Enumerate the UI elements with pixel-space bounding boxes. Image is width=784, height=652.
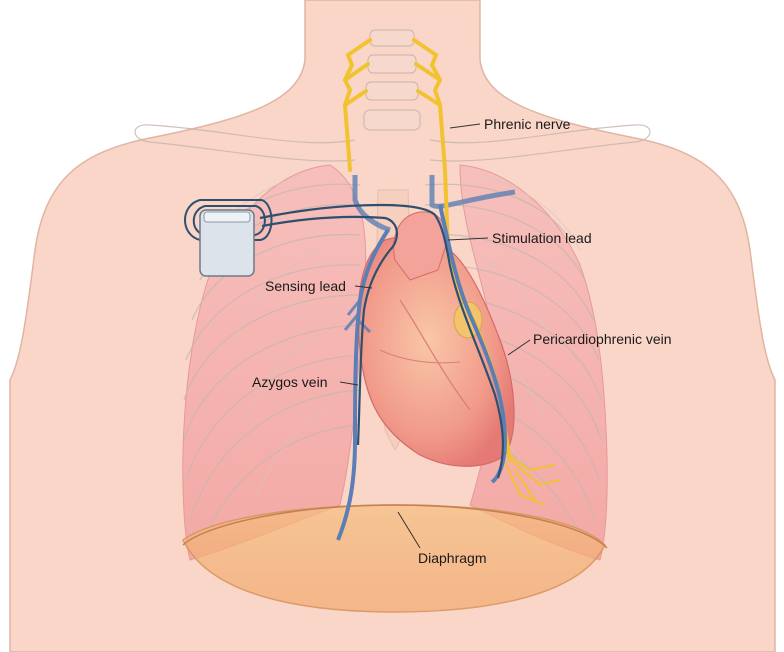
label-phrenic-nerve: Phrenic nerve xyxy=(484,116,571,132)
label-sensing-lead: Sensing lead xyxy=(265,278,346,294)
label-pericardiophrenic-vein: Pericardiophrenic vein xyxy=(533,331,672,347)
label-azygos-vein: Azygos vein xyxy=(252,374,327,390)
label-stimulation-lead: Stimulation lead xyxy=(492,230,592,246)
label-diaphragm: Diaphragm xyxy=(418,550,486,566)
